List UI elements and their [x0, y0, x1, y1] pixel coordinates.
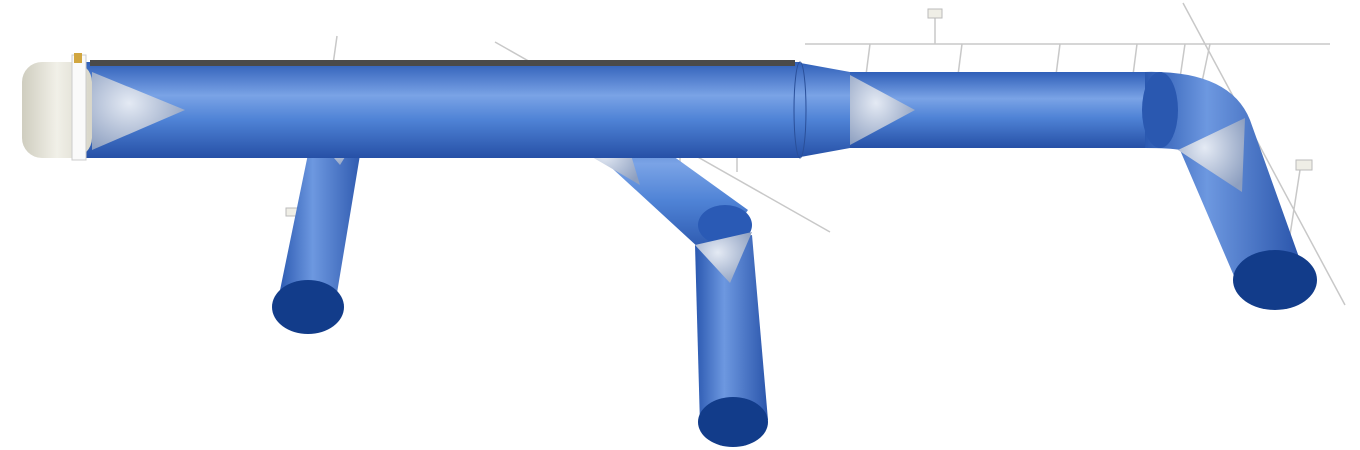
end-collar: [22, 53, 185, 161]
